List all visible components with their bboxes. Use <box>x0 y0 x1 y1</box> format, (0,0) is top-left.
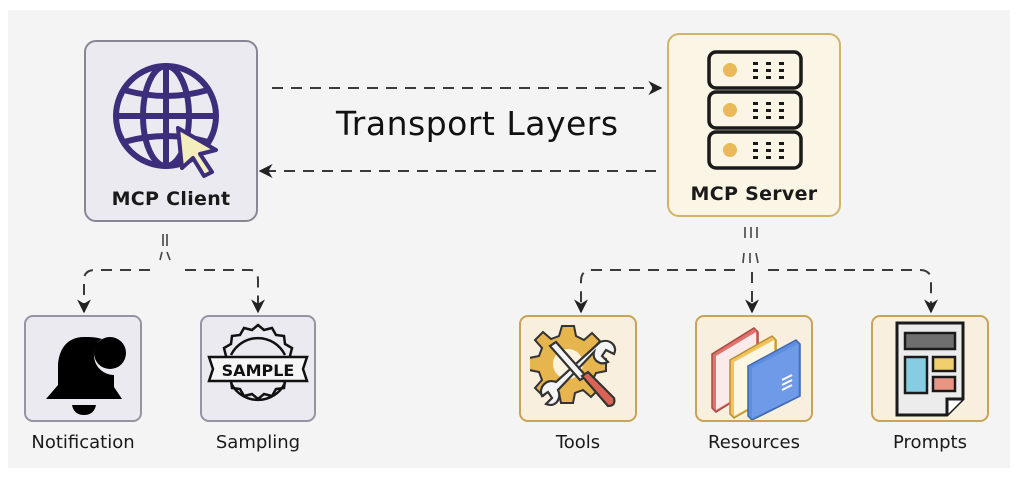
prompts-label: Prompts <box>893 432 967 453</box>
bell-notification-icon <box>46 337 126 415</box>
resources-label: Resources <box>708 432 800 453</box>
mcp-client-node[interactable]: MCP Client <box>84 40 258 222</box>
arrow-to-prompts <box>768 269 938 314</box>
sampling-label: Sampling <box>215 432 301 453</box>
prompts-node[interactable] <box>871 315 989 422</box>
arrow-to-sampling <box>185 269 265 314</box>
document-layout-icon <box>895 321 965 417</box>
mcp-server-node[interactable]: MCP Server <box>667 33 841 217</box>
notification-node[interactable] <box>24 315 142 422</box>
tools-node[interactable] <box>519 315 637 422</box>
gear-wrench-screwdriver-icon <box>530 325 617 408</box>
server-rack-icon <box>707 50 803 170</box>
transport-layers-title: Transport Layers <box>336 104 619 143</box>
sampling-node[interactable]: SAMPLE <box>200 315 316 422</box>
arrow-to-notification <box>77 269 150 314</box>
tools-label: Tools <box>555 432 601 453</box>
server-branch-connector <box>574 227 938 314</box>
globe-cursor-icon <box>113 63 219 178</box>
folders-icon <box>711 327 801 420</box>
sample-stamp-icon: SAMPLE <box>207 323 309 402</box>
mcp-client-label: MCP Client <box>111 188 231 210</box>
client-branch-connector <box>77 234 265 314</box>
sample-stamp-text: SAMPLE <box>222 361 295 380</box>
resources-node[interactable] <box>695 315 813 422</box>
arrow-to-tools <box>574 269 735 314</box>
notification-label: Notification <box>31 432 135 453</box>
mcp-server-label: MCP Server <box>690 183 818 205</box>
